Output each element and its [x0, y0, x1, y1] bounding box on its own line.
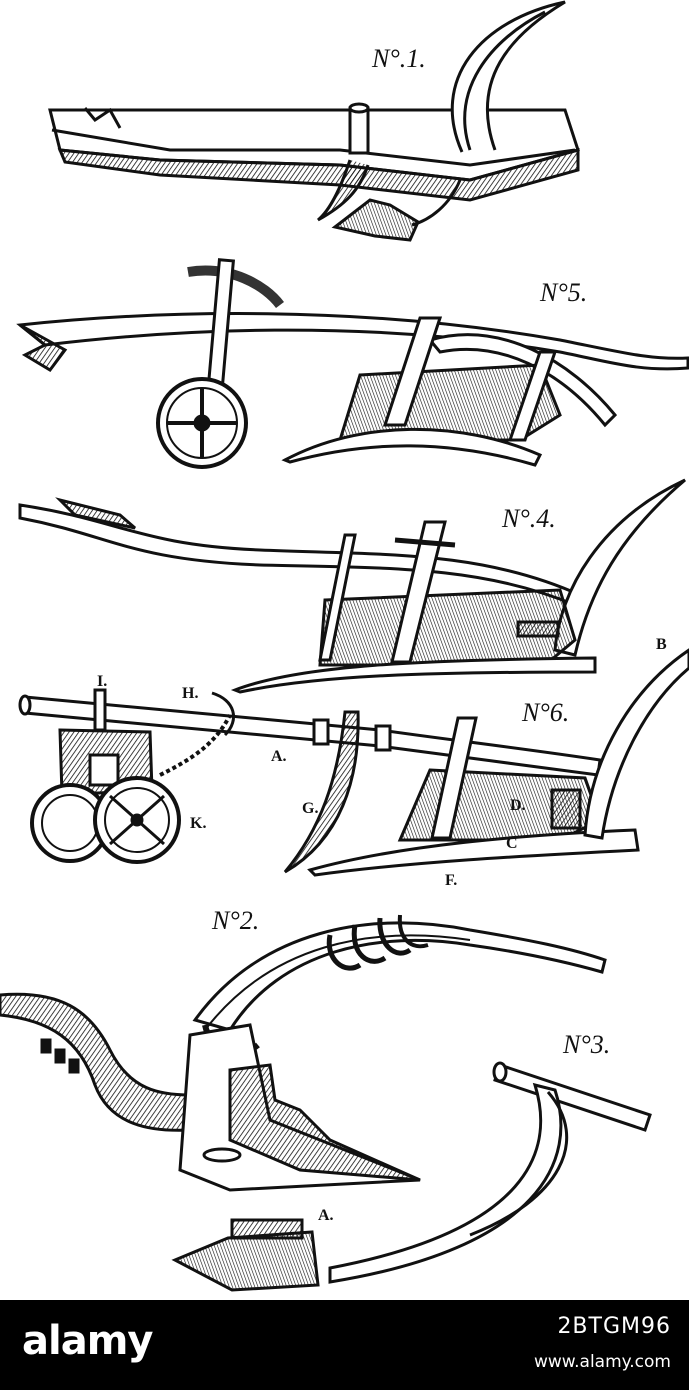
- part-letter-H: H.: [182, 685, 199, 702]
- part-letter-F: F.: [445, 872, 458, 889]
- part-letter-G: G.: [302, 800, 319, 817]
- plough-no6: [18, 648, 689, 877]
- stock-image-id: 2BTGM96: [557, 1314, 671, 1339]
- stock-watermark-bar: alamy 2BTGM96 www.alamy.com: [0, 1300, 689, 1390]
- stock-logo: alamy: [22, 1318, 153, 1364]
- plough-no5: [16, 258, 689, 469]
- figure-label-no1: N°.1.: [372, 44, 426, 73]
- plough-no4: [18, 478, 686, 694]
- figure-label-no5: N°5.: [540, 278, 588, 307]
- part-letter-K: K.: [190, 815, 207, 832]
- stock-url: www.alamy.com: [533, 1352, 671, 1372]
- part-letter-A-upper: A.: [271, 748, 287, 765]
- plough-no3: [171, 1061, 652, 1292]
- figure-label-no3: N°3.: [563, 1030, 611, 1059]
- plough-no1: [48, 0, 580, 242]
- plough-no2: [0, 914, 607, 1192]
- engraving-drawing: [0, 0, 689, 1292]
- part-letter-A-lower: A.: [318, 1207, 334, 1224]
- part-letter-C: C: [506, 835, 518, 852]
- plough-engraving: N°.1. N°5. N°.4. N°6. N°2. N°3. I. H. A.…: [0, 0, 689, 1292]
- figure-label-no6: N°6.: [522, 698, 570, 727]
- figure-label-no4: N°.4.: [502, 504, 556, 533]
- part-letter-B: B: [656, 636, 667, 653]
- part-letter-I: I.: [97, 673, 108, 690]
- part-letter-D: D.: [510, 797, 526, 814]
- figure-label-no2: N°2.: [212, 906, 260, 935]
